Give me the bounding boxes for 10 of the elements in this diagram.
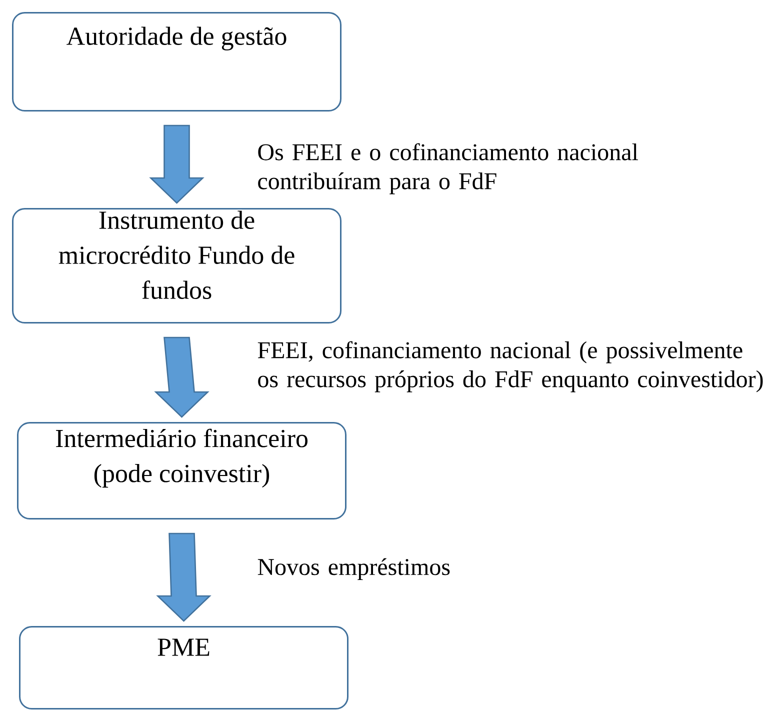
process-box: Instrumento de microcrédito Fundo de fundos <box>12 208 342 324</box>
block-arrow <box>149 124 204 204</box>
edge-label: FEEI, cofinanciamento nacional (e possivelmente os recursos próprios do FdF enquanto coinvestidor) <box>258 341 763 392</box>
process-box: PME <box>19 626 348 710</box>
process-box: Autoridade de gestão <box>12 12 342 112</box>
process-box: Intermediário financeiro (pode coinvestir) <box>17 422 346 520</box>
block-arrow <box>156 532 212 622</box>
edge-label: Os FEEI e o cofinanciamento nacional contribuíram para o FdF <box>258 143 638 194</box>
block-arrow <box>154 336 210 418</box>
edge-label: Novos empréstimos <box>258 558 450 580</box>
